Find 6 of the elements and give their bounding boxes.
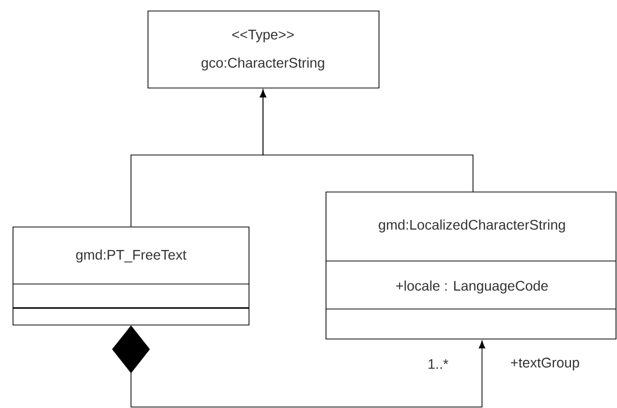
generalization-arrow [260,90,474,192]
class-box: gmd:LocalizedCharacterString +locale : LanguageCode [326,192,616,340]
multiplicity-label: +textGroup [511,358,580,370]
class-box: <<Type>> gco:CharacterString [148,10,380,88]
class-box: gmd:PT_FreeText [12,226,250,326]
multiplicity-label: 1..* [428,359,448,369]
